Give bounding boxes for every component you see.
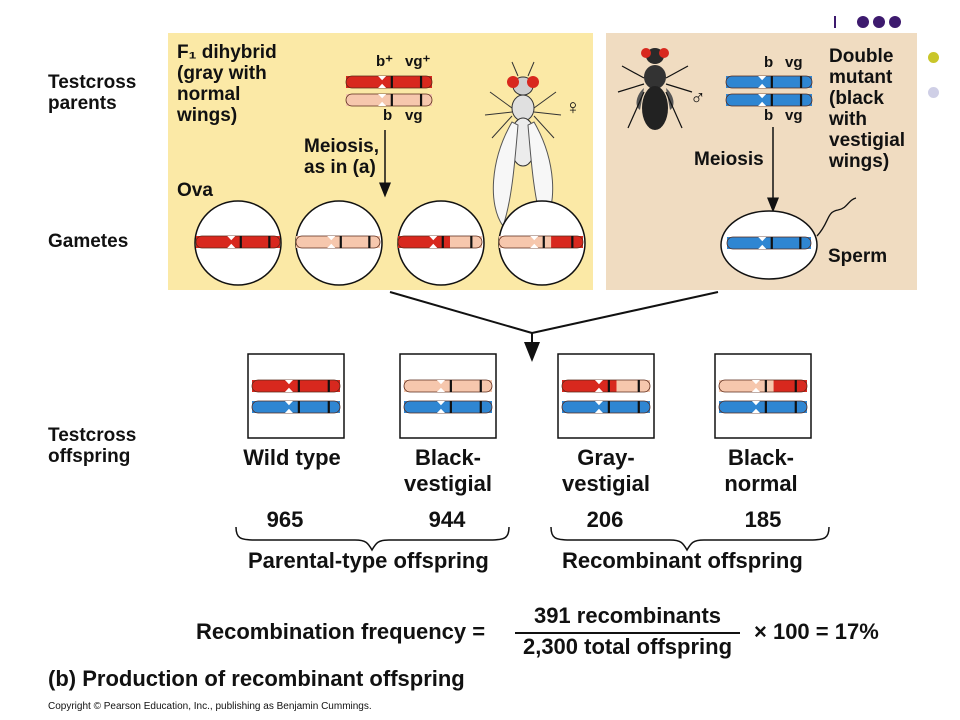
testcross-parents-label: Testcross parents: [48, 72, 137, 114]
male-symbol: ♂: [690, 86, 706, 109]
decor-dot-purple-3: [889, 16, 901, 28]
ova-1-b-allele: b⁺: [218, 211, 236, 228]
ova-2-b-allele: b: [330, 210, 340, 227]
offspring-2-chromosome-top: [403, 379, 493, 393]
decor-dot-purple-1: [857, 16, 869, 28]
male-meiosis-label: Meiosis: [694, 149, 764, 170]
offspring-1-bot-vg: vg: [318, 416, 336, 433]
formula-numerator: 391 recombinants: [533, 603, 722, 628]
sperm-b-allele: b: [765, 246, 775, 263]
ova-4-vg-allele: vg⁺: [546, 211, 572, 228]
offspring-3-top-b: b⁺: [607, 361, 625, 378]
formula-rhs: × 100 = 17%: [754, 619, 879, 644]
offspring-2-bot-vg: vg: [474, 416, 492, 433]
offspring-1-bot-b: b: [294, 416, 304, 433]
testcross-offspring-label: Testcross offspring: [48, 425, 137, 467]
offspring-3-count: 206: [586, 507, 624, 532]
recombinant-group-label: Recombinant offspring: [562, 548, 803, 573]
offspring-1-count: 965: [266, 507, 304, 532]
sperm-converge-line: [531, 291, 719, 334]
offspring-3-bot-vg: vg: [634, 416, 652, 433]
ova-converge-line: [389, 291, 533, 334]
parental-group-label: Parental-type offspring: [248, 548, 489, 573]
f1-top-b-allele: b⁺: [376, 53, 394, 70]
offspring-4-count: 185: [744, 507, 782, 532]
double-mutant-title: Double mutant (black with vestigial wing…: [829, 46, 906, 172]
offspring-1-chromosome-bottom: [251, 400, 341, 414]
decor-dot-purple-2: [873, 16, 885, 28]
sperm-vg-allele: vg: [787, 246, 805, 263]
offspring-4-chromosome-bottom: [718, 400, 808, 414]
male-top-b-allele: b: [764, 54, 774, 71]
ova-4-b-allele: b: [528, 210, 538, 227]
offspring-2-top-vg: vg: [474, 360, 492, 377]
offspring-1-name: Wild type: [243, 445, 341, 470]
offspring-4-chromosome-top: [718, 379, 808, 393]
gametes-label: Gametes: [48, 231, 129, 252]
offspring-1-chromosome-top: [251, 379, 341, 393]
offspring-3-chromosome-bottom: [561, 400, 651, 414]
offspring-3-top-vg: vg: [634, 360, 652, 377]
offspring-1-top-b: b⁺: [288, 361, 306, 378]
decor-dot-lavender: [928, 87, 939, 98]
figure-caption: (b) Production of recombinant offspring: [48, 666, 465, 691]
decor-dot-yellow: [928, 52, 939, 63]
offspring-4-top-b: b: [765, 360, 775, 377]
offspring-1-top-vg: vg⁺: [316, 361, 342, 378]
f1-bottom-vg-allele: vg: [405, 107, 423, 124]
offspring-4-bot-b: b: [766, 416, 776, 433]
f1-dihybrid-title: F₁ dihybrid: [177, 42, 277, 63]
ova-label: Ova: [177, 180, 213, 201]
copyright-note: Copyright © Pearson Education, Inc., pub…: [48, 701, 372, 712]
formula-denominator: 2,300 total offspring: [522, 634, 733, 659]
ova-1-vg-allele: vg⁺: [245, 211, 271, 228]
offspring-2-top-b: b: [449, 360, 459, 377]
male-bottom-b-allele: b: [764, 107, 774, 124]
male-top-vg-allele: vg: [785, 54, 803, 71]
offspring-3-bot-b: b: [612, 416, 622, 433]
female-symbol: ♀: [565, 96, 581, 119]
offspring-2-chromosome-bottom: [403, 400, 493, 414]
f1-top-vg-allele: vg⁺: [405, 53, 431, 70]
f1-description: (gray with normal wings): [177, 63, 267, 126]
offspring-2-count: 944: [428, 507, 466, 532]
offspring-4-top-vg: vg⁺: [786, 361, 812, 378]
sperm-label: Sperm: [828, 246, 888, 267]
formula-lhs: Recombination frequency =: [196, 619, 486, 644]
offspring-4-name: Black- normal: [724, 445, 798, 496]
male-bottom-vg-allele: vg: [785, 107, 803, 124]
offspring-2-name: Black- vestigial: [403, 445, 493, 496]
ova-3-b-allele: b⁺: [424, 211, 442, 228]
decor-line: [834, 16, 836, 28]
f1-bottom-b-allele: b: [383, 107, 393, 124]
offspring-3-chromosome-top: [561, 379, 651, 393]
ova-2-vg-allele: vg: [349, 210, 367, 227]
f1-meiosis-label: Meiosis, as in (a): [304, 136, 379, 178]
offspring-3-name: Gray- vestigial: [561, 445, 651, 496]
offspring-2-bot-b: b: [449, 416, 459, 433]
ova-3-vg-allele: vg: [452, 210, 470, 227]
offspring-4-bot-vg: vg: [790, 416, 808, 433]
